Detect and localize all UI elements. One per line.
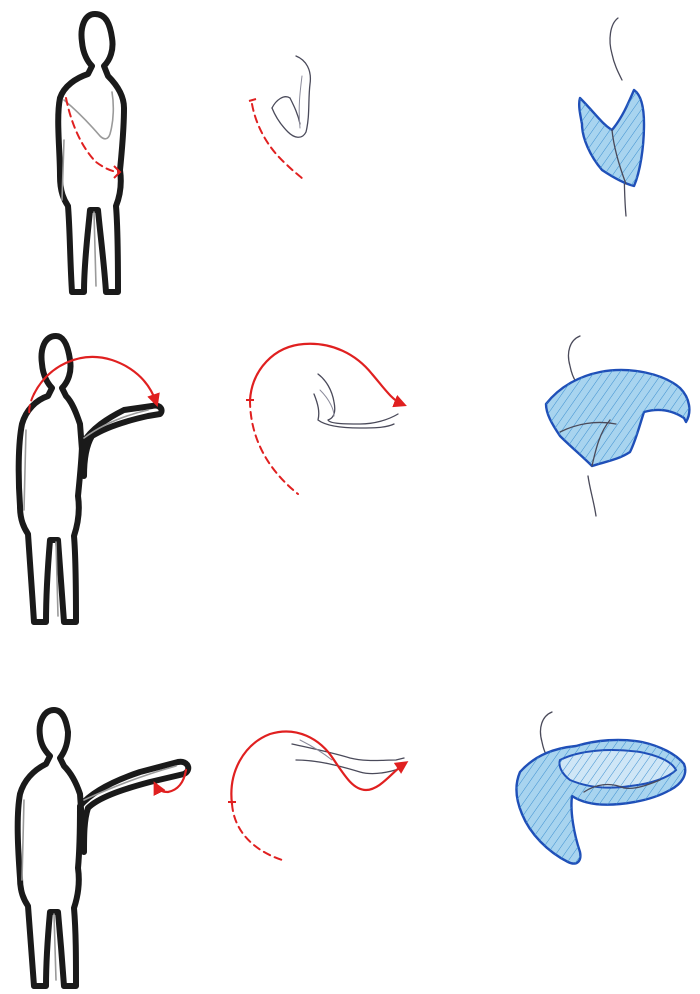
row-3	[18, 710, 686, 986]
reach-volume-1	[579, 18, 644, 216]
reach-volume-2	[546, 336, 689, 516]
trajectory-solid	[250, 344, 402, 404]
arm-closeup-bent-forward	[246, 344, 402, 494]
figure-arm-bent-forward	[19, 336, 162, 622]
figure-arm-extended	[18, 710, 189, 986]
trajectory-start-mark	[249, 99, 256, 101]
figure-arm-across-chest	[58, 14, 124, 292]
trajectory-dashed	[252, 104, 304, 180]
reach-volume-3	[516, 712, 685, 864]
row-2	[19, 336, 690, 622]
row-1	[58, 14, 644, 292]
trajectory-solid	[231, 732, 404, 804]
trajectory-dashed	[232, 804, 282, 860]
arm-closeup-across-chest	[249, 56, 310, 180]
trajectory-dashed	[250, 400, 298, 494]
arm-closeup-extended	[228, 732, 404, 860]
